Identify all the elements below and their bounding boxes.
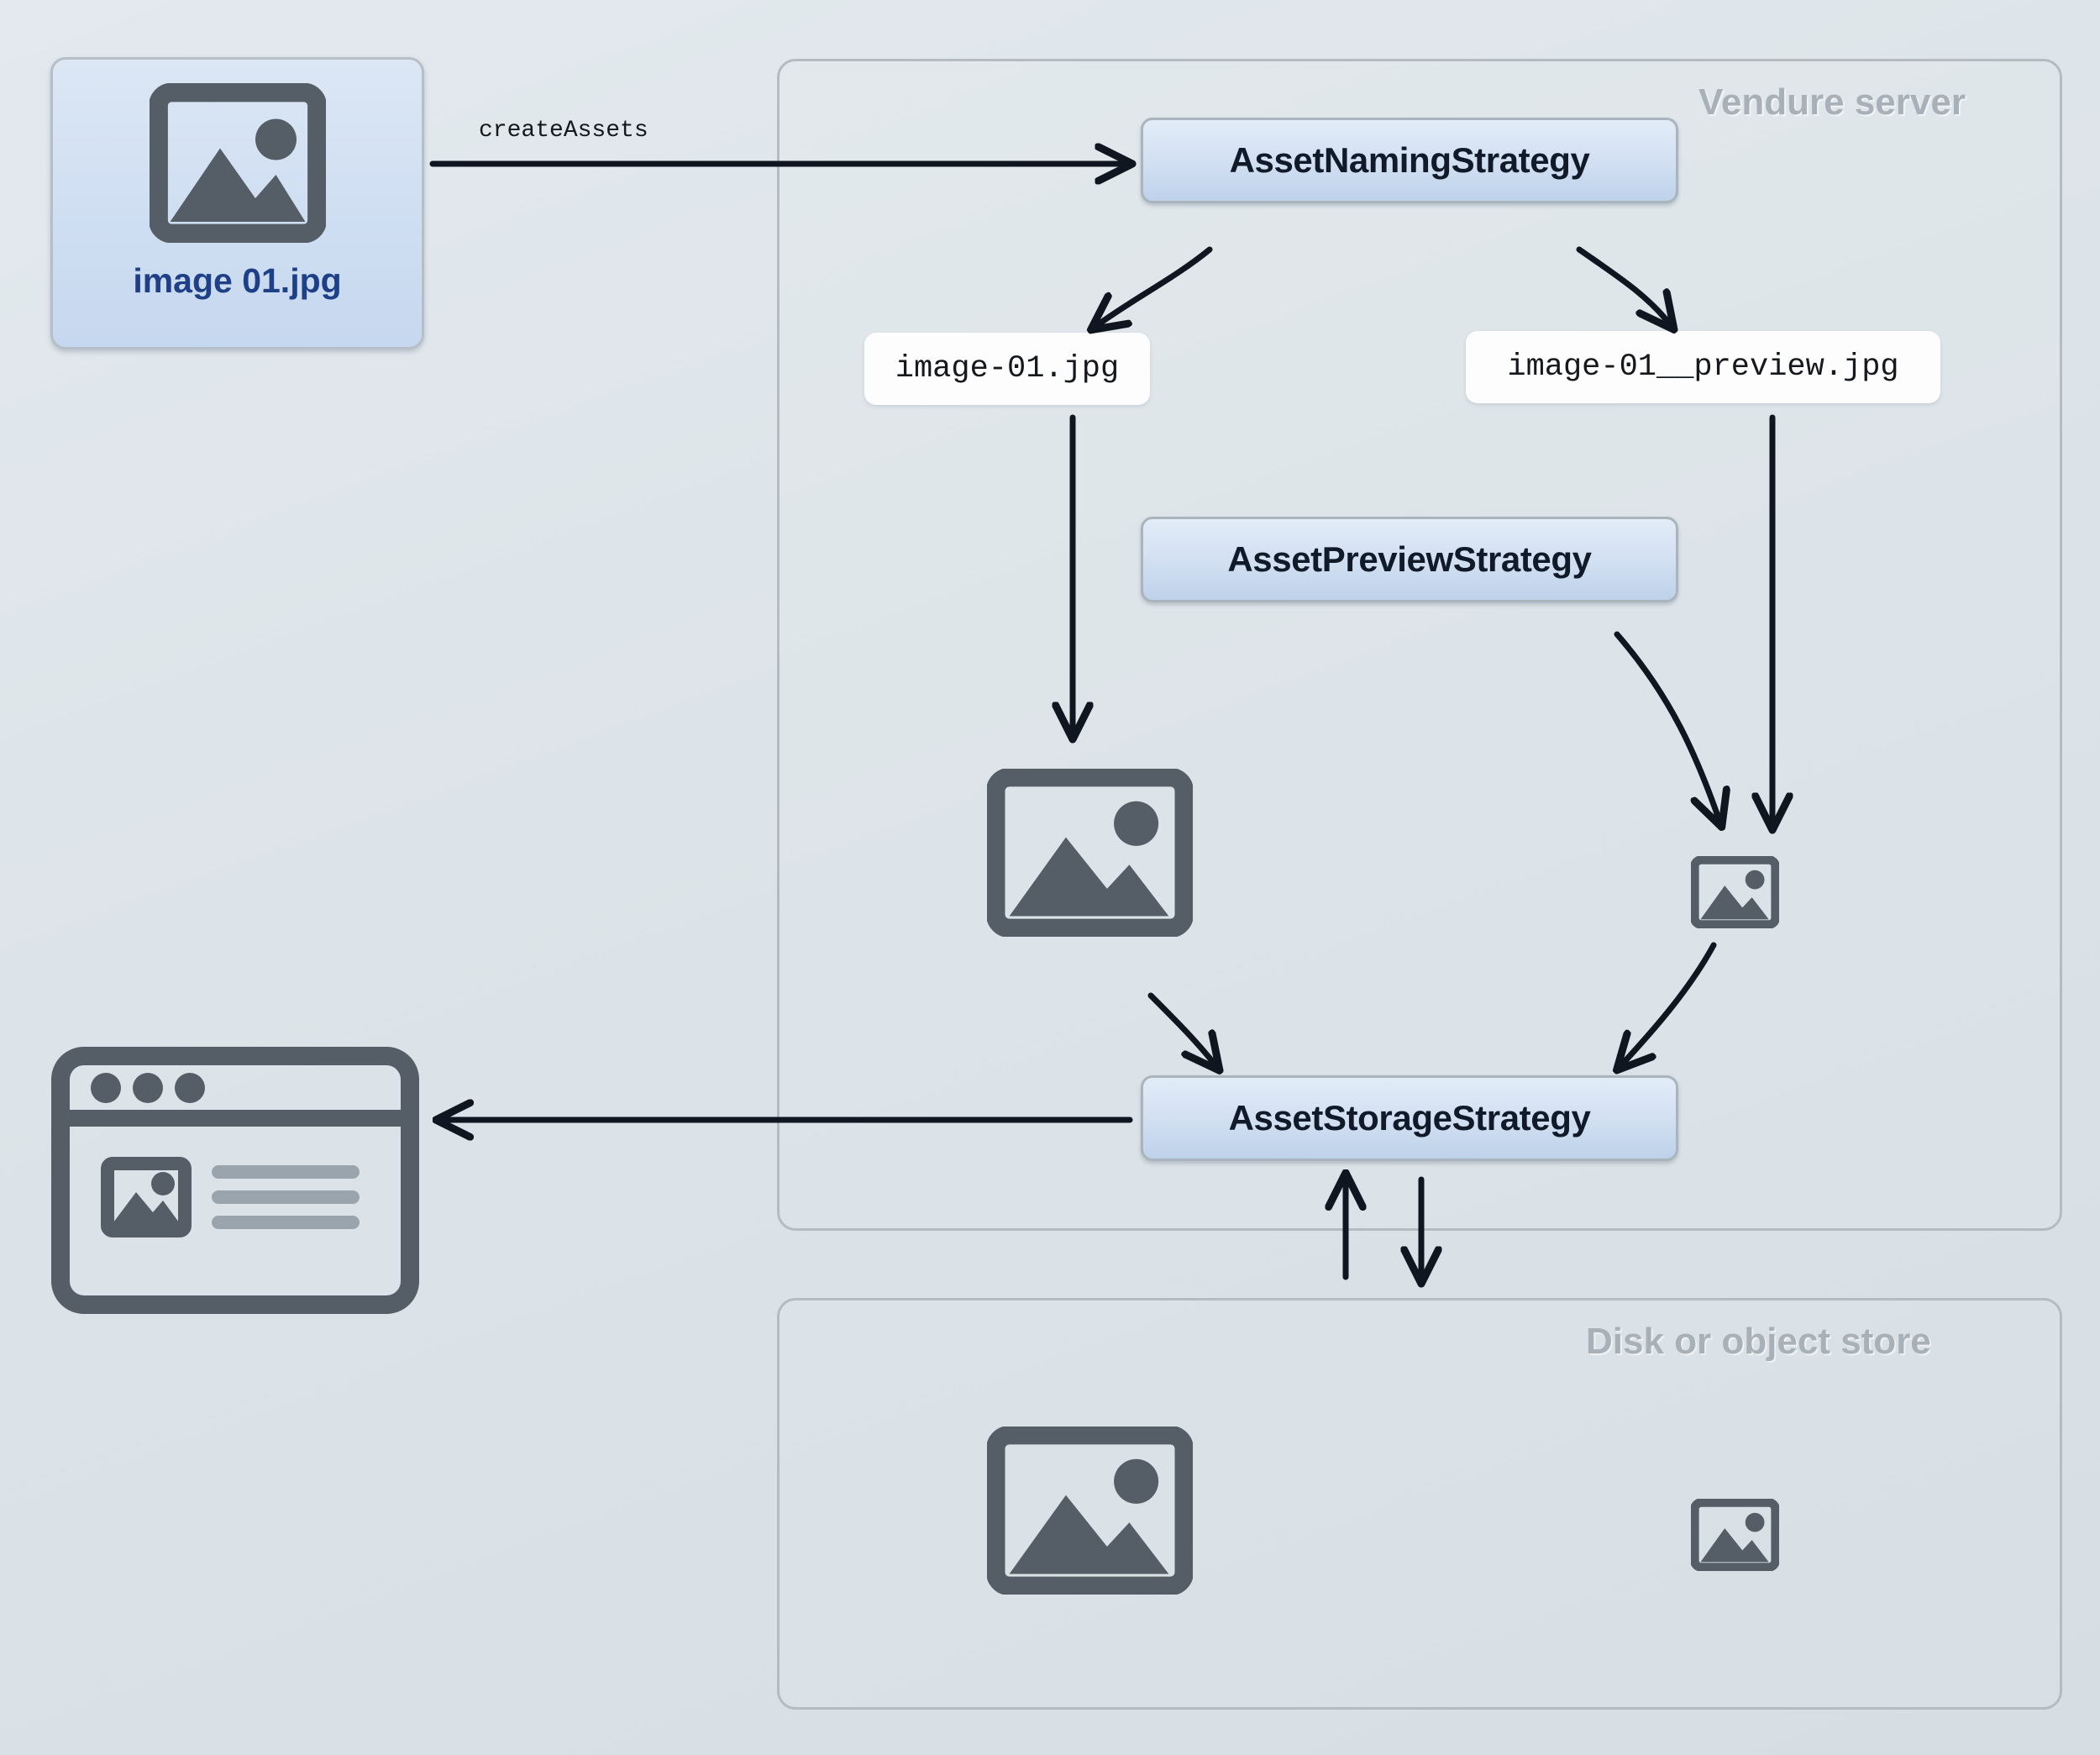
browser-thumbnail-image-icon — [101, 1157, 192, 1237]
preview-filename-chip: image-01__preview.jpg — [1466, 331, 1940, 403]
preview-image-icon — [1690, 855, 1780, 933]
asset-naming-strategy-label: AssetNamingStrategy — [1229, 140, 1590, 180]
original-image-icon — [986, 767, 1194, 941]
asset-preview-strategy-label: AssetPreviewStrategy — [1227, 539, 1592, 579]
preview-filename-text: image-01__preview.jpg — [1507, 349, 1899, 385]
browser-window-icon — [51, 1047, 419, 1314]
group-vendure-server — [777, 59, 2062, 1231]
original-filename-text: image-01.jpg — [895, 351, 1120, 386]
browser-window[interactable] — [50, 1046, 420, 1319]
asset-naming-strategy-box[interactable]: AssetNamingStrategy — [1141, 118, 1678, 203]
stored-preview-image-icon — [1690, 1498, 1780, 1575]
source-asset-filename: image 01.jpg — [133, 261, 342, 300]
asset-storage-strategy-box[interactable]: AssetStorageStrategy — [1141, 1075, 1678, 1161]
asset-storage-strategy-label: AssetStorageStrategy — [1228, 1098, 1591, 1138]
original-filename-chip: image-01.jpg — [864, 333, 1150, 405]
stored-original-image-icon — [986, 1425, 1194, 1599]
image-icon — [149, 83, 326, 243]
source-asset-card[interactable]: image 01.jpg — [50, 57, 424, 349]
group-vendure-server-label: Vendure server — [1698, 81, 1966, 123]
asset-preview-strategy-box[interactable]: AssetPreviewStrategy — [1141, 517, 1678, 602]
group-disk-or-object-store-label: Disk or object store — [1586, 1321, 1931, 1362]
create-assets-edge-label: createAssets — [479, 118, 648, 144]
